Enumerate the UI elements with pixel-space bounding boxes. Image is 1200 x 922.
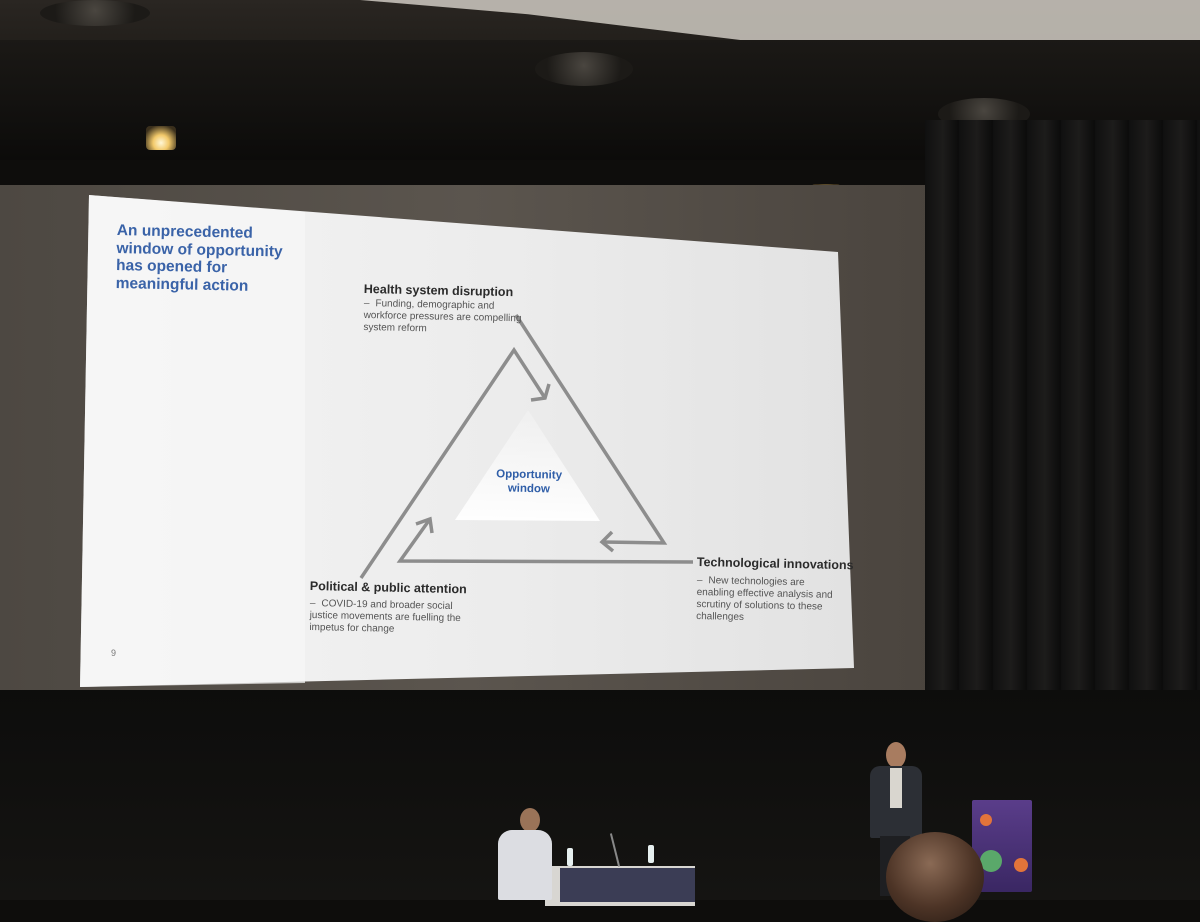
spotlight-icon: [146, 126, 176, 150]
arrowhead-political: [415, 516, 434, 534]
driver-description-health: –Funding, demographic and workforce pres…: [363, 298, 524, 337]
projected-slide: An unprecedented window of opportunity h…: [80, 195, 854, 687]
slide-page-number: 9: [111, 648, 117, 658]
audience-head: [886, 832, 984, 922]
opportunity-window-label: Opportunity window: [496, 468, 563, 496]
speaker-dome-icon: [535, 52, 633, 86]
arrow-political-to-health: [359, 346, 547, 579]
water-bottle: [567, 848, 573, 866]
dash-bullet: –: [363, 298, 370, 310]
podium-logo-dot: [980, 814, 992, 826]
slide-left-panel: [80, 195, 305, 687]
slide-title: An unprecedented window of opportunity h…: [115, 222, 283, 295]
seated-person-head: [520, 808, 540, 832]
arrow-tech-to-political: [396, 517, 694, 564]
driver-description-political: –COVID-19 and broader social justice mov…: [309, 598, 475, 637]
arrowhead-tech: [599, 530, 615, 553]
seated-person: [490, 808, 560, 900]
opportunity-window-triangle: [455, 410, 600, 521]
slide-graphics: [80, 195, 854, 687]
arrow-health-to-tech: [514, 314, 668, 545]
driver-description-health-text: Funding, demographic and workforce press…: [363, 298, 522, 335]
driver-description-political-text: COVID-19 and broader social justice move…: [309, 598, 461, 635]
speaker-head: [886, 742, 906, 768]
driver-description-tech: –New technologies are enabling effective…: [696, 575, 837, 626]
seated-person-body: [498, 830, 552, 900]
podium-logo-dot: [1014, 858, 1028, 872]
arrowhead-health: [530, 383, 551, 402]
dash-bullet: –: [696, 575, 703, 587]
speaker-dome-icon: [40, 0, 150, 26]
dash-bullet: –: [309, 598, 316, 610]
panel-table-front: [560, 868, 695, 902]
driver-description-tech-text: New technologies are enabling effective …: [696, 575, 833, 623]
water-bottle: [648, 845, 654, 863]
podium-logo-dot: [980, 850, 1002, 872]
speaker-shirt: [890, 768, 902, 808]
